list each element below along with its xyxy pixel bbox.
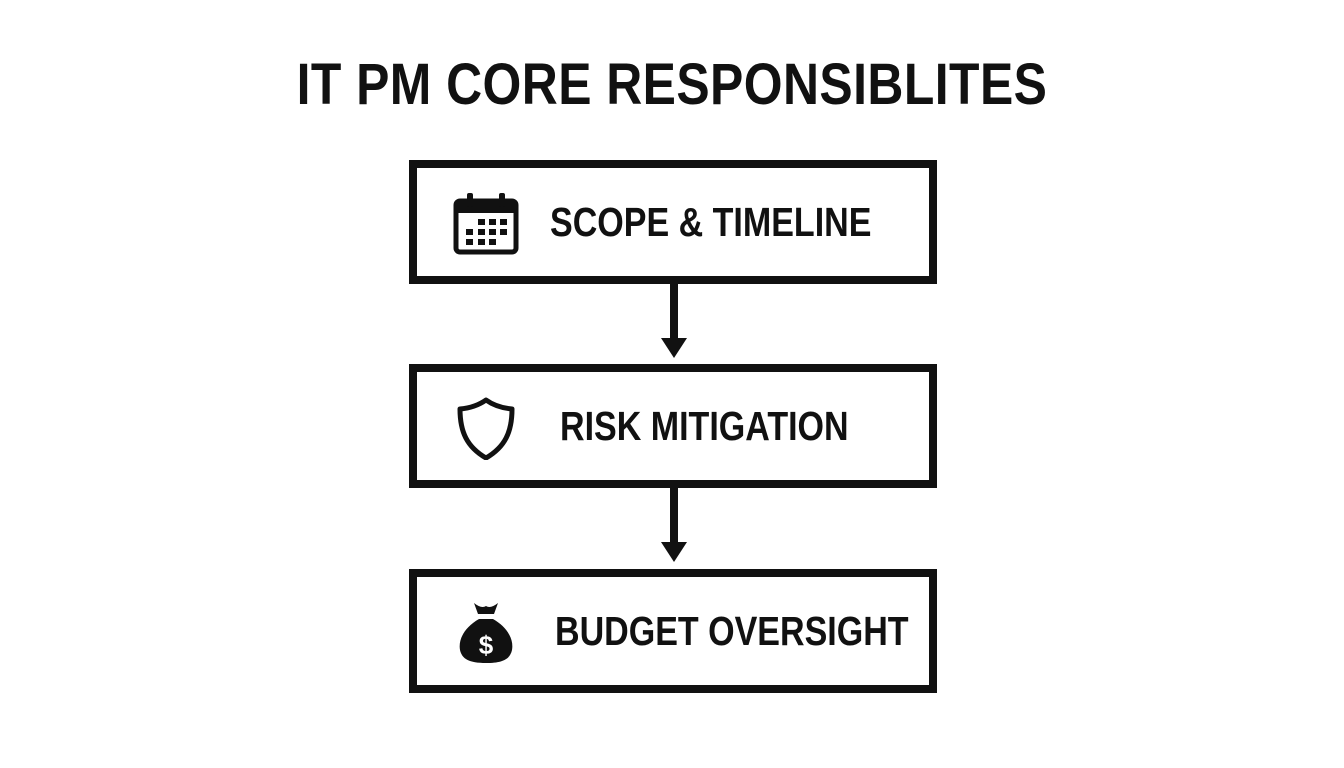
step-box-risk-mitigation: RISK MITIGATION xyxy=(409,364,937,488)
arrow-connector-2 xyxy=(661,488,687,562)
money-bag-icon: $ xyxy=(459,603,513,663)
step-label-risk-mitigation: RISK MITIGATION xyxy=(560,403,849,449)
step-label-scope-timeline: SCOPE & TIMELINE xyxy=(550,199,872,245)
step-label-budget-oversight: BUDGET OVERSIGHT xyxy=(555,608,909,654)
step-box-budget-oversight: $ BUDGET OVERSIGHT xyxy=(409,569,937,693)
svg-text:$: $ xyxy=(479,630,494,660)
shield-icon xyxy=(457,397,515,460)
arrow-connector-1 xyxy=(661,284,687,358)
calendar-icon xyxy=(453,193,519,255)
diagram-title: IT PM CORE RESPONSIBLITES xyxy=(296,52,1048,117)
step-box-scope-timeline: SCOPE & TIMELINE xyxy=(409,160,937,284)
